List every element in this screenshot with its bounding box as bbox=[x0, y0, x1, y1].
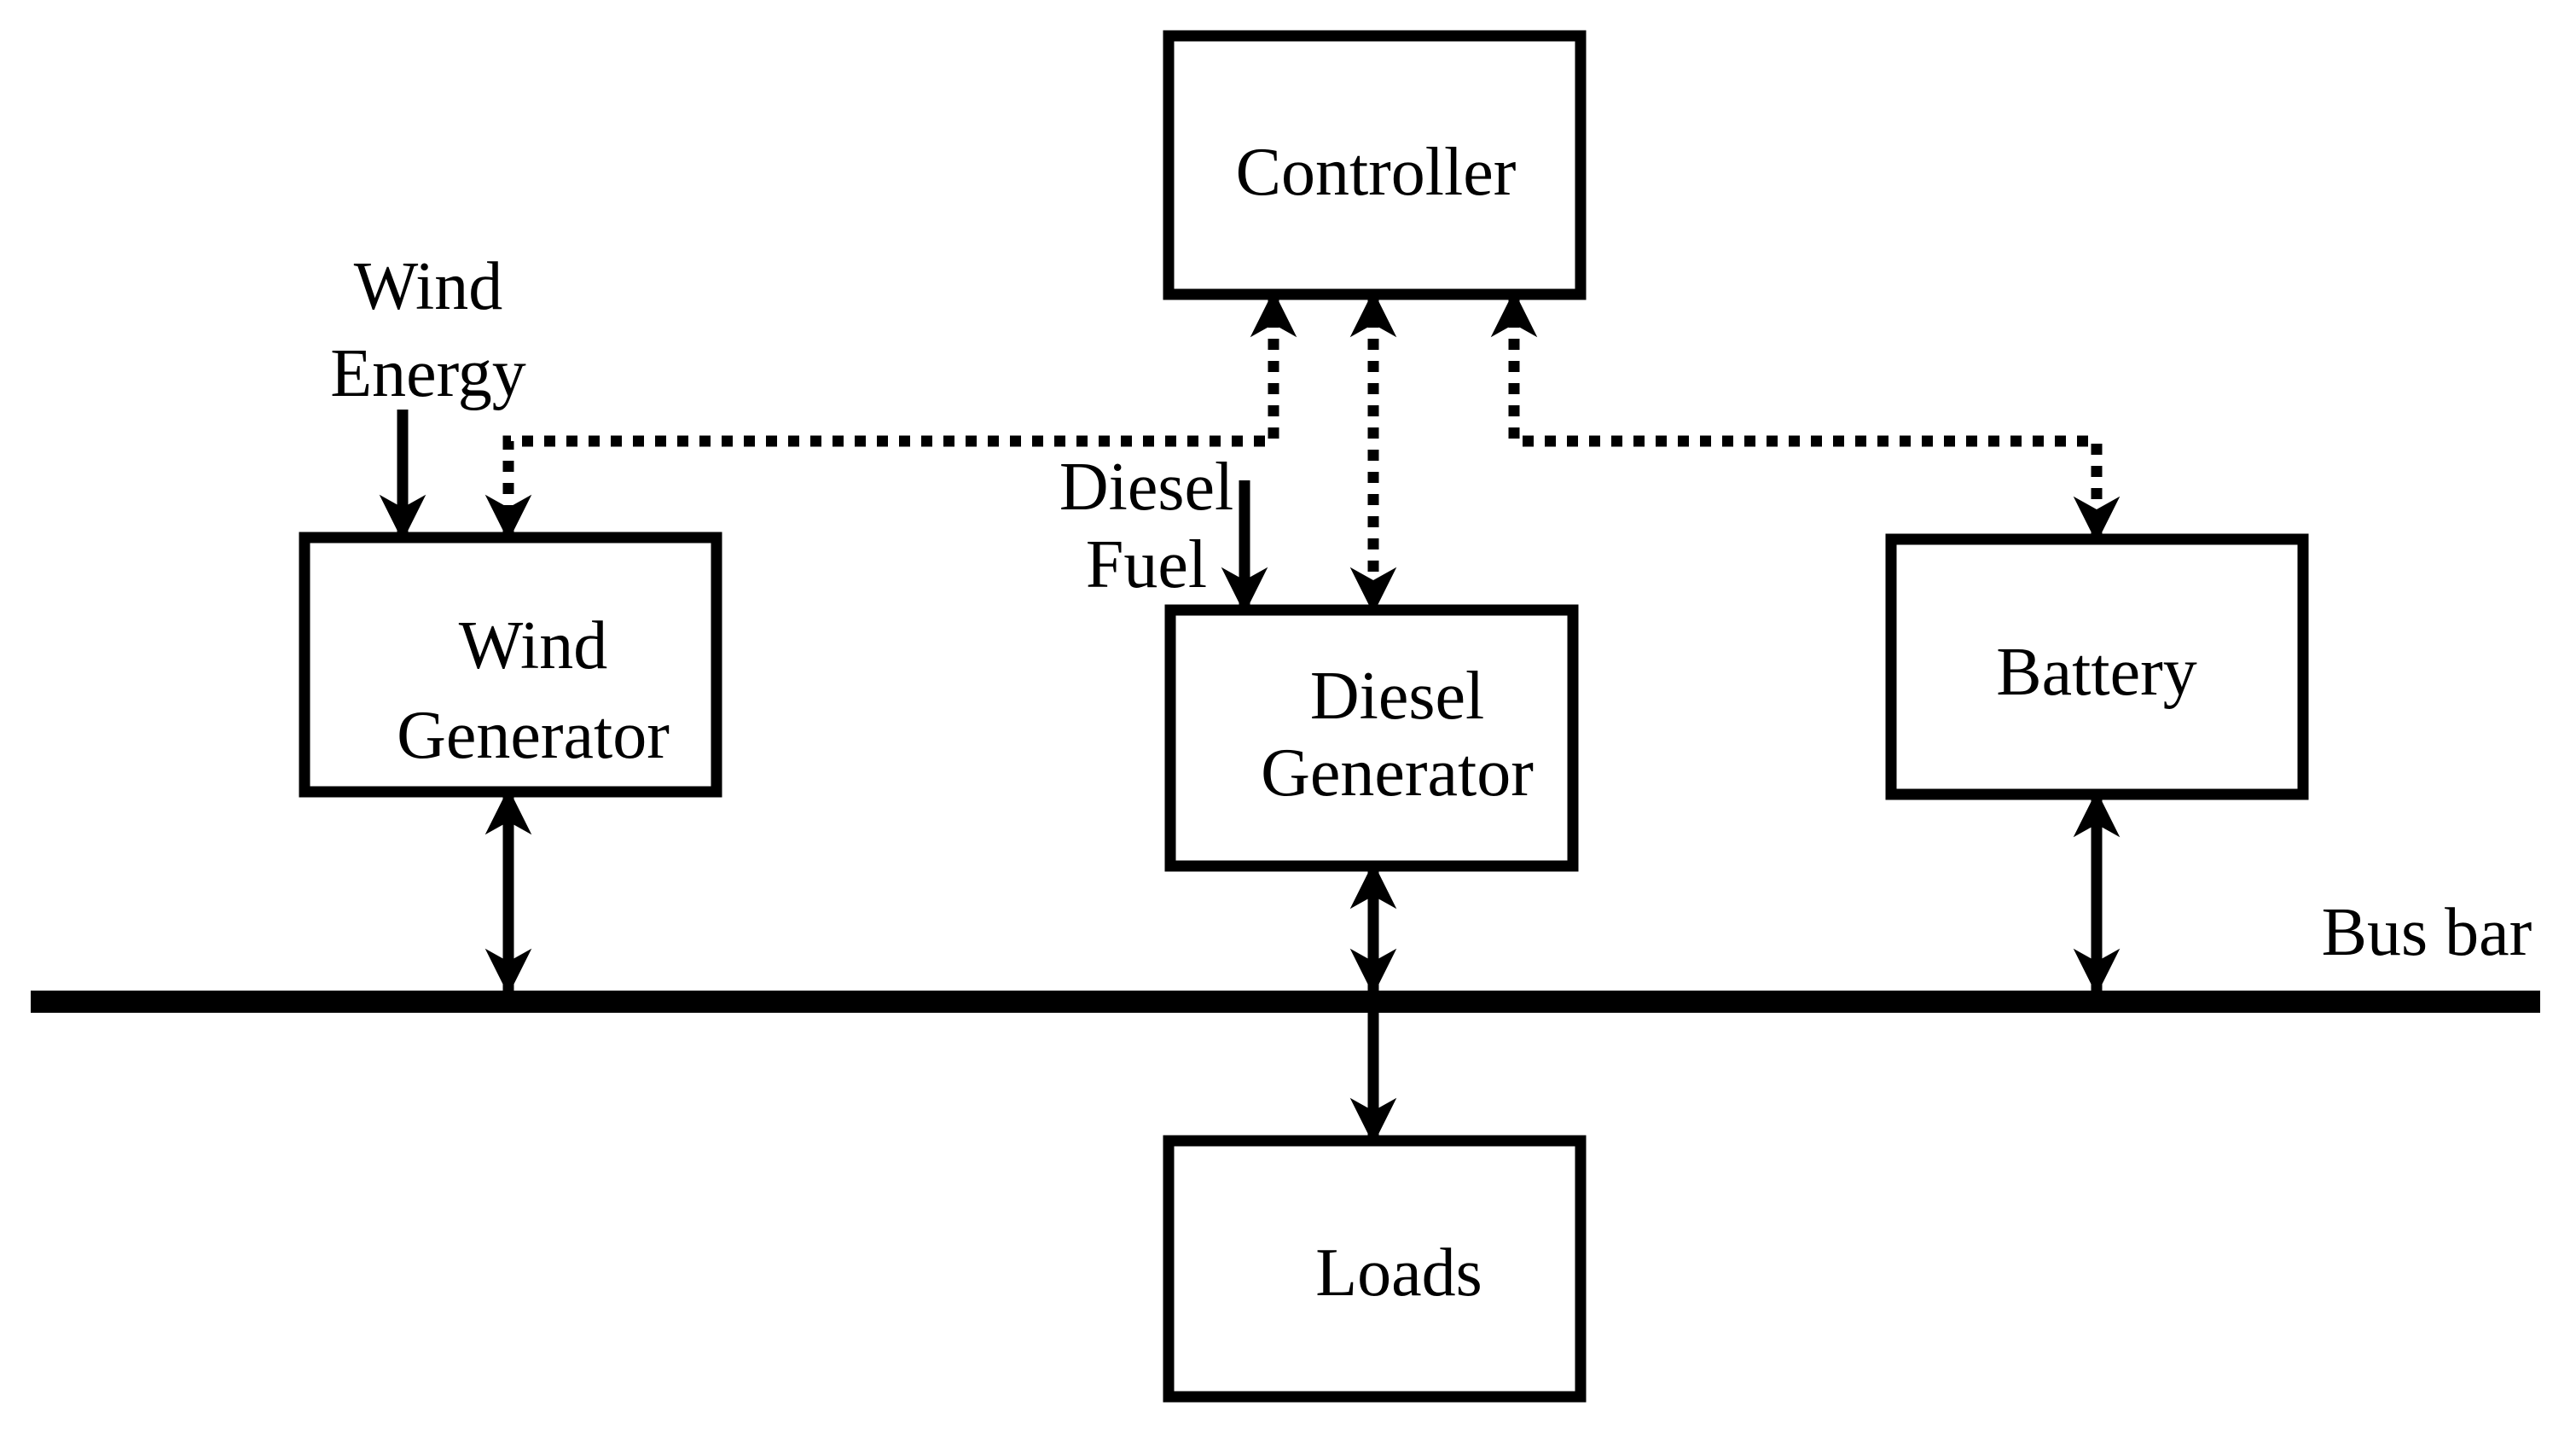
wind-energy-label-line2: Energy bbox=[330, 336, 526, 411]
battery-label: Battery bbox=[1996, 635, 2196, 710]
wind-generator-box bbox=[299, 532, 722, 798]
diesel-generator-label-line1: Diesel bbox=[1310, 659, 1484, 734]
diesel-generator-box bbox=[1164, 604, 1579, 872]
wind-energy-label-line1: Wind bbox=[354, 249, 503, 324]
battery-box bbox=[1885, 533, 2309, 800]
controller-box bbox=[1163, 30, 1587, 300]
loads-box bbox=[1163, 1135, 1587, 1403]
controller-wind-dotted-arrow bbox=[484, 290, 1297, 542]
diesel-fuel-label-line2: Fuel bbox=[1086, 527, 1207, 602]
wind-generator-label-line1: Wind bbox=[459, 608, 608, 683]
wind-generator-label-line2: Generator bbox=[397, 698, 670, 773]
diesel-fuel-label-line1: Diesel bbox=[1059, 450, 1233, 525]
controller-battery-dotted-arrow bbox=[1490, 290, 2121, 544]
diesel-generator-label-line2: Generator bbox=[1261, 735, 1534, 811]
bus-bar-label: Bus bar bbox=[2322, 895, 2532, 970]
loads-label: Loads bbox=[1315, 1235, 1482, 1311]
controller-label: Controller bbox=[1236, 135, 1517, 210]
